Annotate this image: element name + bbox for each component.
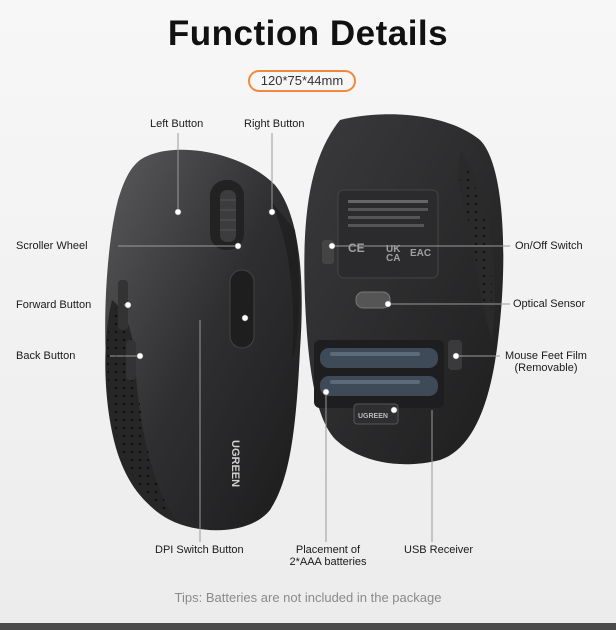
svg-text:CA: CA — [386, 253, 400, 264]
label-back-button: Back Button — [16, 350, 76, 362]
mouse-top-view: UGREEN — [105, 149, 302, 531]
label-left-button: Left Button — [150, 118, 204, 130]
leader-dots — [124, 208, 460, 414]
svg-text:CE: CE — [348, 241, 365, 255]
label-dpi-switch-button: DPI Switch Button — [155, 544, 244, 556]
label-forward-button: Forward Button — [16, 299, 92, 311]
receiver-logo: UGREEN — [358, 413, 388, 420]
label-scroller-wheel: Scroller Wheel — [16, 240, 88, 252]
label-mouse-feet-film: Mouse Feet Film (Removable) — [505, 350, 587, 374]
svg-text:EAC: EAC — [410, 248, 431, 259]
bottom-bar — [0, 623, 616, 630]
brand-logo: UGREEN — [229, 440, 241, 487]
tips-note: Tips: Batteries are not included in the … — [174, 590, 442, 605]
leader-lines — [110, 133, 510, 542]
page-title: Function Details — [167, 14, 449, 53]
svg-text:UK: UK — [386, 244, 401, 255]
dimensions-badge: 120*75*44mm — [248, 70, 356, 92]
label-optical-sensor: Optical Sensor — [513, 298, 586, 310]
label-on-off-switch: On/Off Switch — [515, 240, 583, 252]
mouse-bottom-view: CE UK CA EAC UGREEN — [304, 114, 504, 465]
label-right-button: Right Button — [244, 118, 305, 130]
label-usb-receiver: USB Receiver — [404, 544, 474, 556]
label-battery-placement: Placement of 2*AAA batteries — [289, 544, 367, 568]
